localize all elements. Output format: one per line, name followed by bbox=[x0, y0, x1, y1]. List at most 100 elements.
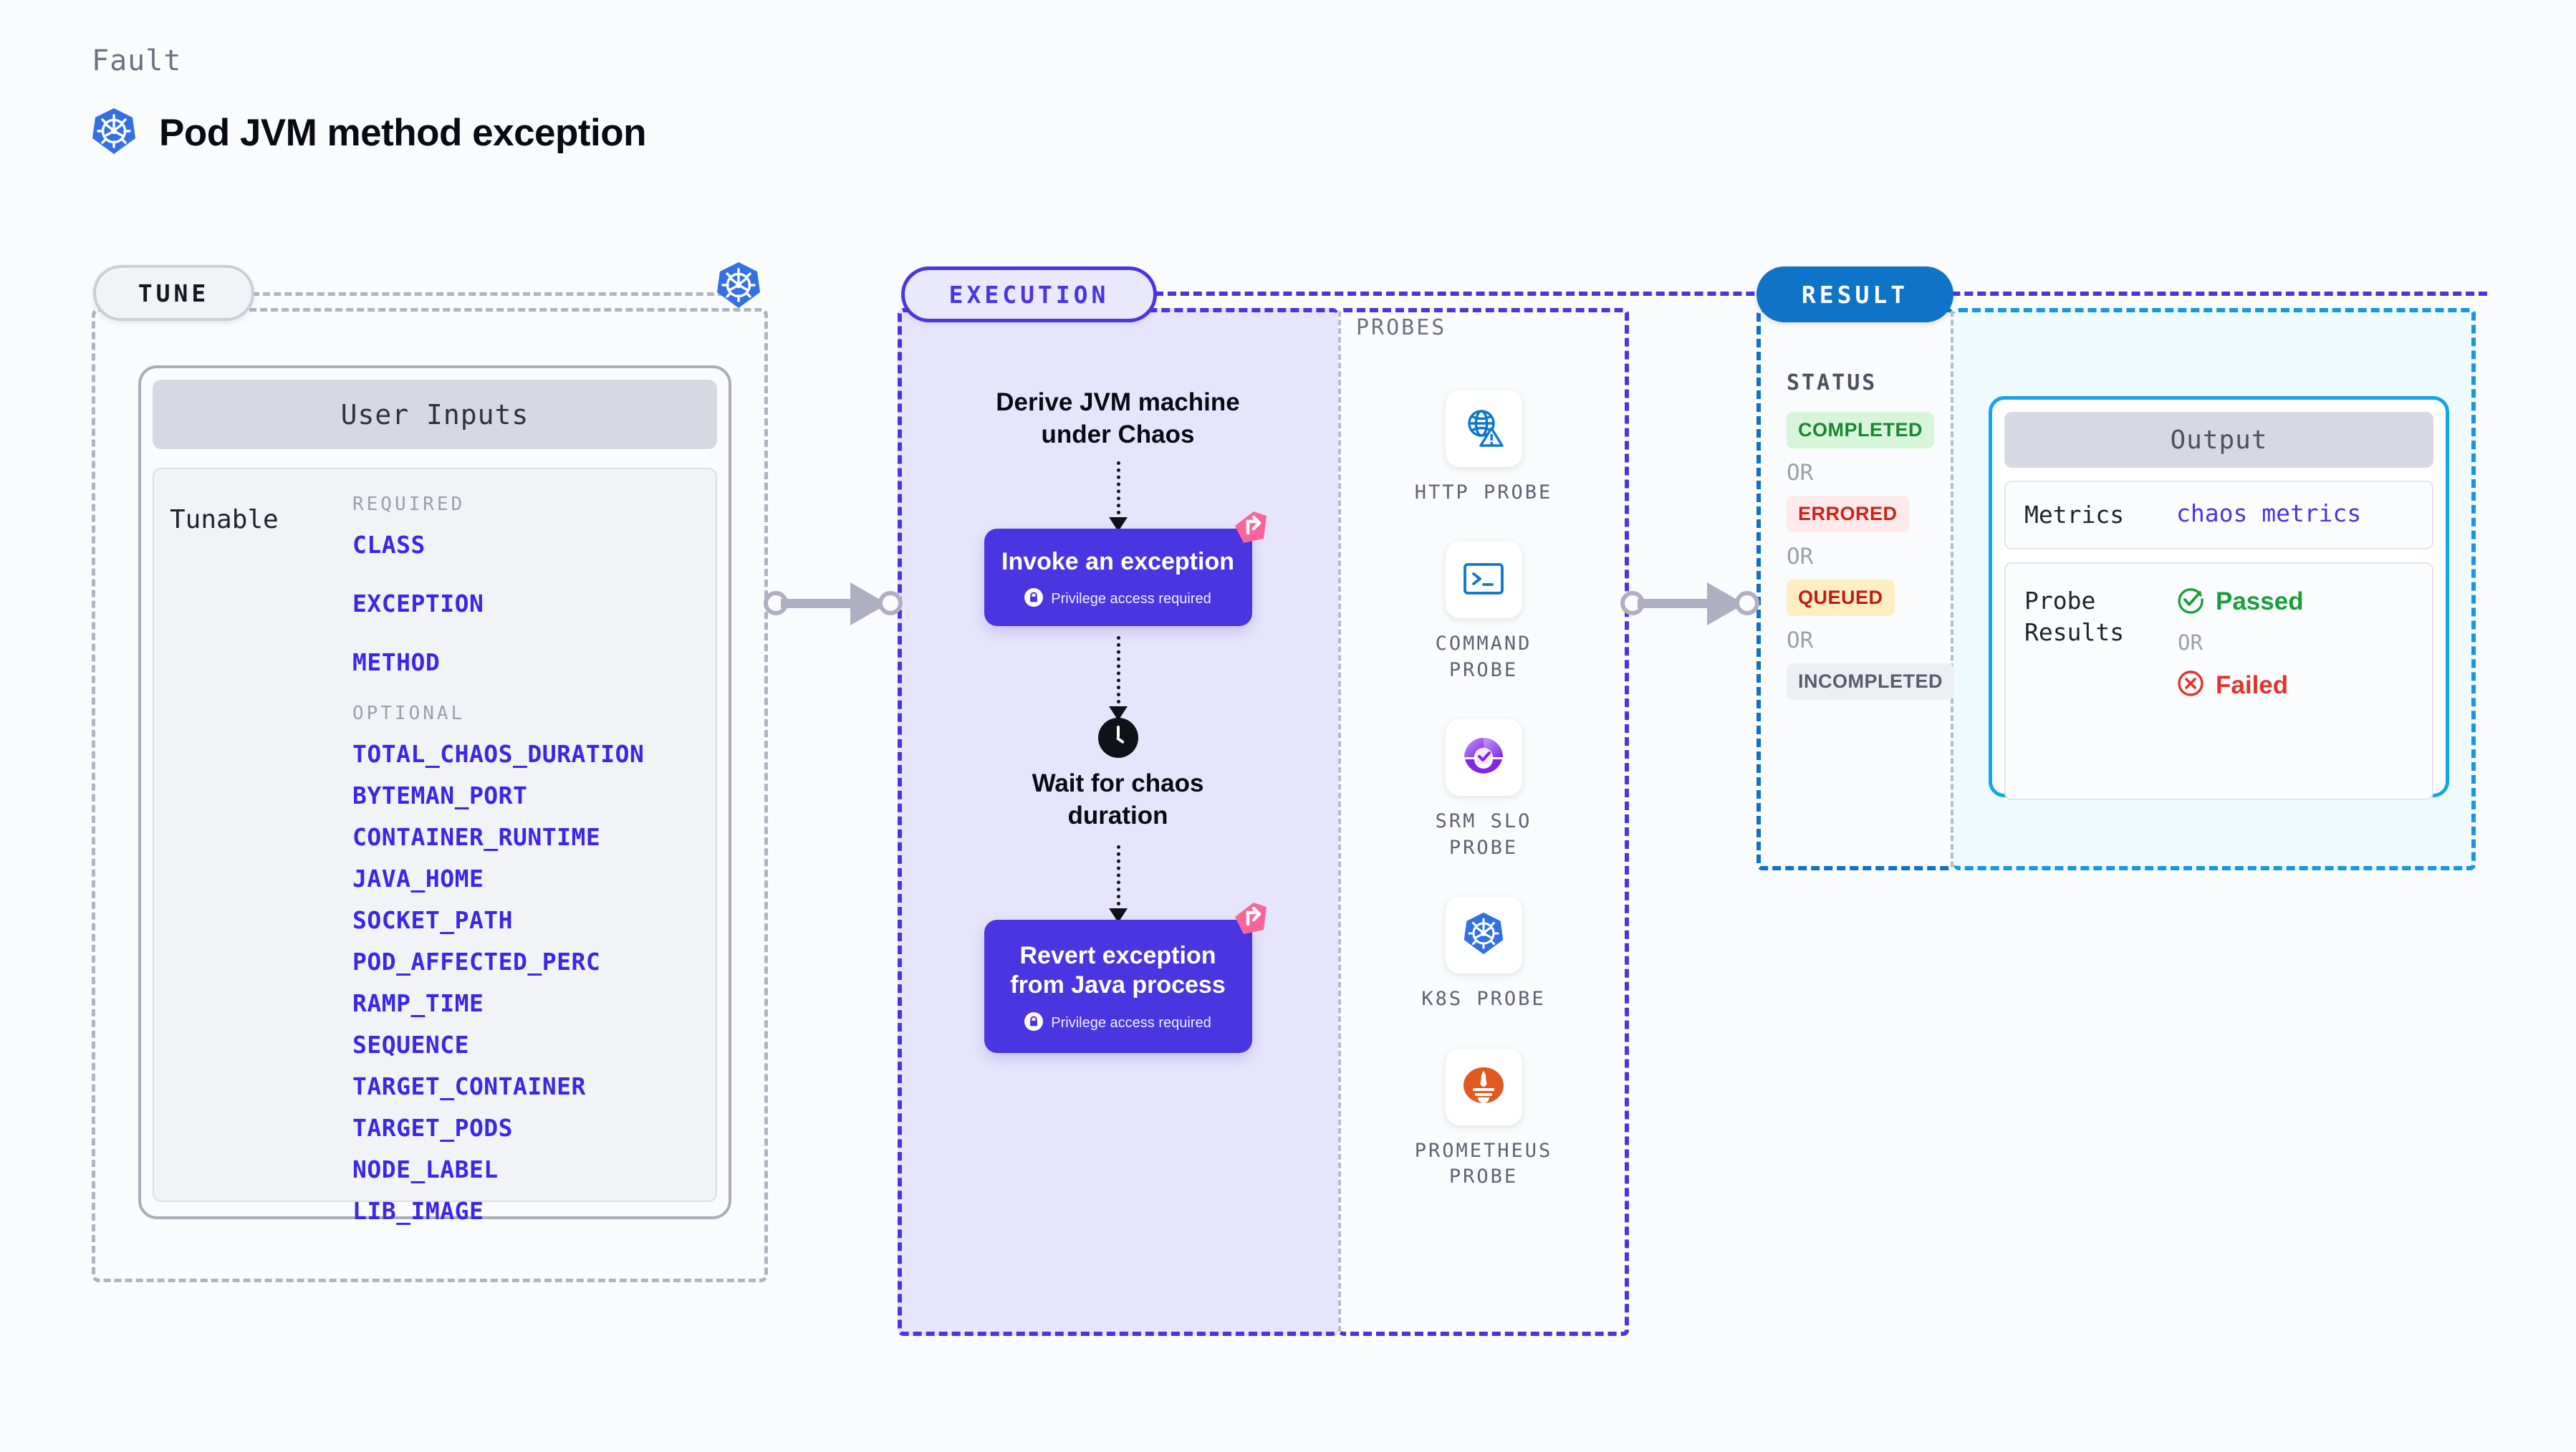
page-title: Pod JVM method exception bbox=[159, 112, 647, 154]
arrow-stem bbox=[1116, 636, 1120, 711]
probes-list: HTTP PROBE COMMAND PROBE bbox=[1338, 390, 1629, 1191]
status-or-3: OR bbox=[1787, 628, 1814, 653]
srm-slo-icon bbox=[1461, 735, 1506, 780]
param-byteman-port[interactable]: BYTEMAN_PORT bbox=[352, 782, 528, 809]
step-invoke-exception-title: Invoke an exception bbox=[1001, 547, 1234, 575]
arrow-down-icon bbox=[1108, 908, 1128, 923]
probe-label: HTTP PROBE bbox=[1414, 481, 1553, 504]
tunable-label: Tunable bbox=[170, 505, 279, 534]
step-wait-chaos: Wait for chaos duration bbox=[1011, 718, 1226, 832]
param-method[interactable]: METHOD bbox=[352, 648, 441, 676]
param-class[interactable]: CLASS bbox=[352, 531, 426, 559]
output-card: Output Metrics chaos metrics Probe Resul… bbox=[1989, 396, 2449, 801]
param-exception[interactable]: EXCEPTION bbox=[352, 590, 484, 617]
connector-line bbox=[1638, 599, 1722, 608]
probes-heading: PROBES bbox=[1356, 315, 1447, 340]
param-target-container[interactable]: TARGET_CONTAINER bbox=[352, 1072, 586, 1100]
probe-item-prometheus[interactable]: PROMETHEUS PROBE bbox=[1401, 1048, 1566, 1191]
param-lib-image[interactable]: LIB_IMAGE bbox=[352, 1197, 484, 1225]
check-circle-icon bbox=[2176, 585, 2205, 617]
probe-item-k8s[interactable]: K8S PROBE bbox=[1421, 897, 1545, 1012]
probe-failed-label: Failed bbox=[2216, 670, 2289, 699]
execution-pill-label: EXECUTION bbox=[948, 280, 1110, 309]
tune-stage-pill[interactable]: TUNE bbox=[93, 265, 254, 321]
probe-result-failed: Failed bbox=[2176, 669, 2304, 701]
user-inputs-card: User Inputs Tunable REQUIRED CLASS EXCEP… bbox=[138, 365, 731, 1225]
probe-label: PROMETHEUS PROBE bbox=[1414, 1139, 1553, 1188]
probe-item-command[interactable]: COMMAND PROBE bbox=[1401, 542, 1566, 683]
kubernetes-icon bbox=[1461, 912, 1506, 958]
probe-results-key: Probe Results bbox=[2024, 587, 2125, 647]
harness-bookmark-icon bbox=[1232, 901, 1269, 941]
probe-tile bbox=[1445, 542, 1522, 619]
status-badge-incompleted: INCOMPLETED bbox=[1787, 663, 1955, 700]
status-badge-errored: ERRORED bbox=[1787, 496, 1909, 532]
privilege-note-text: Privilege access required bbox=[1051, 591, 1211, 607]
arrow-down-icon bbox=[1108, 516, 1128, 532]
kubernetes-icon bbox=[92, 107, 136, 158]
param-sequence[interactable]: SEQUENCE bbox=[352, 1031, 469, 1059]
execution-stage-pill[interactable]: EXECUTION bbox=[901, 266, 1157, 322]
probe-label: COMMAND PROBE bbox=[1435, 633, 1532, 681]
execution-flow: Derive JVM machine under Chaos Invoke an… bbox=[898, 387, 1338, 1053]
flow-arrow-3 bbox=[1108, 845, 1128, 923]
status-or-2: OR bbox=[1787, 544, 1814, 569]
probes-panel bbox=[1338, 308, 1629, 1336]
probe-tile bbox=[1445, 1048, 1522, 1125]
param-node-label[interactable]: NODE_LABEL bbox=[352, 1155, 499, 1183]
param-container-runtime[interactable]: CONTAINER_RUNTIME bbox=[352, 823, 601, 851]
lock-icon bbox=[1024, 1011, 1044, 1034]
user-inputs-title: User Inputs bbox=[153, 380, 717, 449]
tune-pill-label: TUNE bbox=[138, 279, 210, 307]
privilege-note-text: Privilege access required bbox=[1051, 1014, 1211, 1031]
probe-result-passed: Passed bbox=[2176, 585, 2304, 617]
status-heading: STATUS bbox=[1787, 370, 1878, 395]
status-badge-queued: QUEUED bbox=[1787, 580, 1895, 616]
probe-tile bbox=[1445, 719, 1522, 797]
metrics-value[interactable]: chaos metrics bbox=[2176, 499, 2362, 527]
title-row: Pod JVM method exception bbox=[92, 107, 647, 158]
step-revert-exception-title: Revert exception from Java process bbox=[1010, 941, 1226, 999]
step-revert-exception-card[interactable]: Revert exception from Java process Privi… bbox=[984, 902, 1267, 1053]
probe-passed-label: Passed bbox=[2216, 587, 2304, 615]
status-badge-completed: COMPLETED bbox=[1787, 412, 1935, 448]
result-stage-pill[interactable]: RESULT bbox=[1756, 266, 1953, 322]
probe-item-http[interactable]: HTTP PROBE bbox=[1415, 390, 1553, 506]
probe-results-values: Passed OR Failed bbox=[2176, 585, 2304, 782]
connector-end-dot bbox=[878, 591, 903, 615]
param-ramp-time[interactable]: RAMP_TIME bbox=[352, 989, 484, 1017]
step-derive-jvm-label: Derive JVM machine under Chaos bbox=[996, 388, 1240, 448]
metrics-key: Metrics bbox=[2024, 501, 2125, 529]
output-card-title: Output bbox=[2004, 412, 2433, 468]
result-pill-label: RESULT bbox=[1801, 280, 1909, 309]
page-header: Fault bbox=[92, 44, 647, 158]
probe-label: K8S PROBE bbox=[1421, 988, 1546, 1011]
param-total-chaos-duration[interactable]: TOTAL_CHAOS_DURATION bbox=[352, 740, 645, 768]
arrow-stem bbox=[1116, 461, 1120, 521]
arrow-stem bbox=[1116, 845, 1120, 913]
flow-arrow-1 bbox=[1108, 461, 1128, 532]
optional-heading: OPTIONAL bbox=[352, 703, 466, 724]
tune-panel: User Inputs Tunable REQUIRED CLASS EXCEP… bbox=[92, 308, 768, 1282]
flow-arrow-2 bbox=[1108, 636, 1128, 721]
probe-item-srm-slo[interactable]: SRM SLO PROBE bbox=[1401, 719, 1566, 861]
tune-to-execution-connector bbox=[764, 582, 903, 625]
probes-to-result-connector bbox=[1620, 582, 1760, 625]
param-java-home[interactable]: JAVA_HOME bbox=[352, 865, 484, 893]
tunable-params-list: REQUIRED CLASS EXCEPTION METHOD OPTIONAL… bbox=[352, 494, 716, 1225]
param-socket-path[interactable]: SOCKET_PATH bbox=[352, 906, 514, 934]
lock-icon bbox=[1024, 588, 1044, 610]
arrow-down-icon bbox=[1108, 706, 1128, 721]
param-pod-affected-perc[interactable]: POD_AFFECTED_PERC bbox=[352, 948, 601, 976]
fault-kicker: Fault bbox=[92, 44, 182, 77]
kubernetes-icon bbox=[716, 261, 761, 312]
clock-icon bbox=[1097, 718, 1138, 759]
status-or-1: OR bbox=[1787, 460, 1814, 486]
probe-result-or: OR bbox=[2178, 630, 2203, 655]
param-target-pods[interactable]: TARGET_PODS bbox=[352, 1114, 514, 1142]
probe-results-row: Probe Results Passed OR bbox=[2004, 562, 2433, 801]
privilege-note-row: Privilege access required bbox=[997, 588, 1239, 610]
x-circle-icon bbox=[2176, 669, 2205, 701]
metrics-row: Metrics chaos metrics bbox=[2004, 481, 2433, 550]
step-invoke-exception-card[interactable]: Invoke an exception Privilege access req… bbox=[984, 511, 1267, 627]
